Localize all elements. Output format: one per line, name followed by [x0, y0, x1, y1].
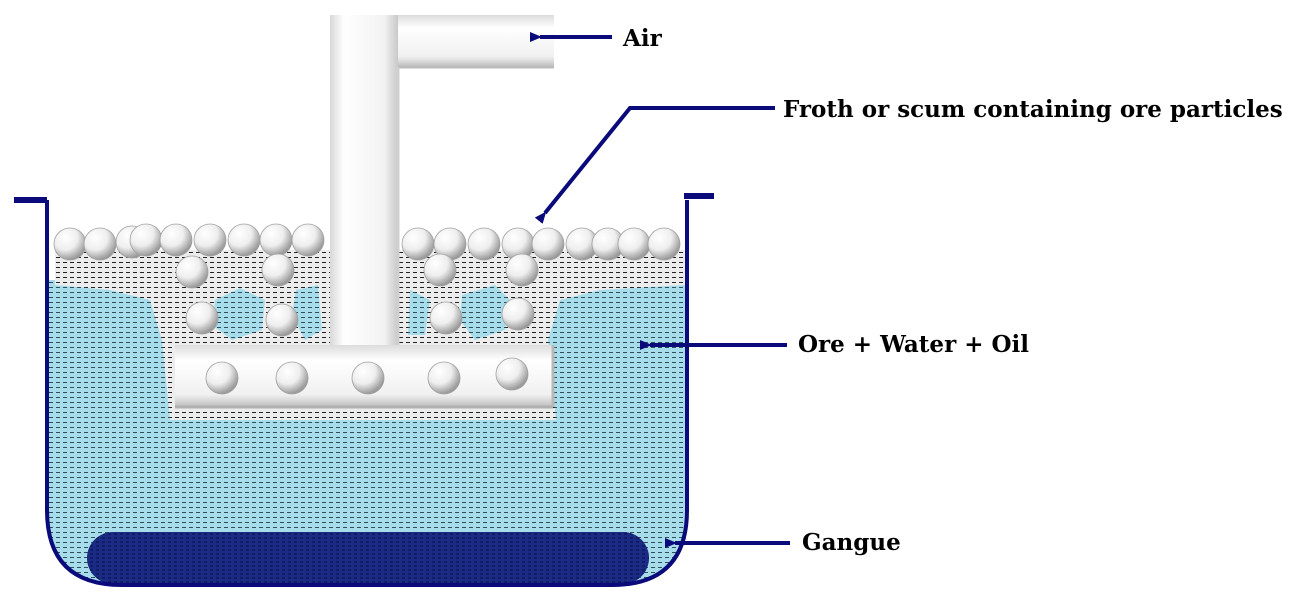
air-bubble	[265, 303, 299, 337]
air-bubble	[259, 223, 293, 257]
air-bubble	[501, 297, 535, 331]
air-bubble	[351, 361, 385, 395]
air-bubble	[427, 361, 461, 395]
label-gangue: Gangue	[802, 529, 901, 556]
arrow-froth	[534, 106, 775, 224]
air-bubble	[53, 227, 87, 261]
label-air: Air	[623, 25, 662, 52]
air-bubble	[401, 227, 435, 261]
air-bubble	[193, 223, 227, 257]
air-bubble	[467, 227, 501, 261]
air-bubble	[505, 253, 539, 287]
air-bubbles	[53, 223, 681, 395]
air-bubble	[83, 227, 117, 261]
air-bubble	[495, 357, 529, 391]
air-pipe	[175, 15, 555, 409]
air-bubble	[129, 223, 163, 257]
label-ore-water-oil: Ore + Water + Oil	[798, 331, 1029, 358]
air-bubble	[647, 227, 681, 261]
air-bubble	[185, 301, 219, 335]
air-bubble	[205, 361, 239, 395]
air-bubble	[617, 227, 651, 261]
air-bubble	[531, 227, 565, 261]
air-bubble	[175, 255, 209, 289]
gangue-layer	[87, 532, 649, 584]
air-bubble	[423, 253, 457, 287]
air-bubble	[227, 223, 261, 257]
air-bubble	[159, 223, 193, 257]
label-froth: Froth or scum containing ore particles	[783, 96, 1283, 123]
air-bubble	[291, 223, 325, 257]
air-bubble	[261, 253, 295, 287]
air-bubble	[275, 361, 309, 395]
air-bubble	[429, 301, 463, 335]
